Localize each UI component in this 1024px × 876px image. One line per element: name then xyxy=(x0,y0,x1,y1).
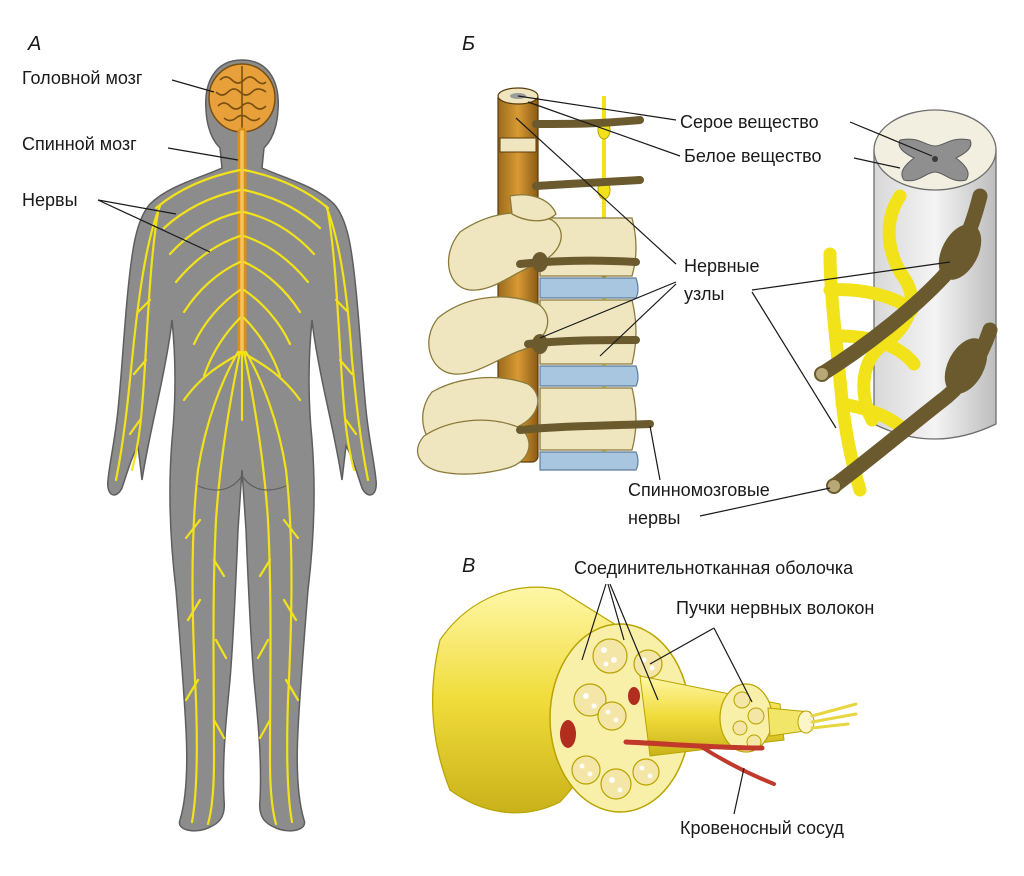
spinal-cord-segment xyxy=(814,109,998,497)
brain-folds xyxy=(215,66,267,130)
vertebral-column xyxy=(417,87,654,475)
panel-label-c: В xyxy=(462,555,475,577)
leader-sheath-3 xyxy=(609,583,659,701)
leader-spinal-nerves-2 xyxy=(699,487,831,517)
label-white-matter: Белое вещество xyxy=(684,146,822,166)
spinal-nerve-roots xyxy=(516,116,654,434)
label-fiber-bundles: Пучки нервных волокон xyxy=(676,598,874,618)
leader-spinal-nerves-1 xyxy=(649,425,661,481)
panel-label-a: А xyxy=(27,33,41,55)
human-body xyxy=(107,59,377,832)
nerve-cross-section xyxy=(431,586,858,814)
fiber-bundles-face xyxy=(571,638,663,800)
label-ganglia-line1: Нервные xyxy=(684,256,759,276)
leader-white-matter-right xyxy=(853,157,901,169)
label-spinal-nerves-line2: нервы xyxy=(628,508,680,528)
label-connective-sheath: Соединительнотканная оболочка xyxy=(574,558,854,578)
label-spinal-nerves-line1: Спинномозговые xyxy=(628,480,770,500)
leader-ganglia-5 xyxy=(751,291,837,429)
leader-ganglia-2 xyxy=(539,281,677,339)
label-nerves: Нервы xyxy=(22,190,78,210)
leader-ganglia-4 xyxy=(751,261,951,291)
leader-brain xyxy=(171,79,215,93)
label-ganglia-line2: узлы xyxy=(684,284,725,304)
leader-gray-matter-left xyxy=(517,95,677,121)
leader-ganglia-3 xyxy=(599,283,677,357)
leader-sheath-1 xyxy=(581,583,607,661)
leader-nerves-2 xyxy=(97,199,211,253)
leader-nerves-1 xyxy=(97,199,177,215)
leader-ganglia-1 xyxy=(515,117,677,265)
peripheral-nerves xyxy=(114,168,370,826)
label-blood-vessel: Кровеносный сосуд xyxy=(680,818,844,838)
intervertebral-discs xyxy=(539,277,639,471)
leader-white-matter-left xyxy=(527,101,681,157)
leader-gray-matter-right xyxy=(849,121,933,157)
body-silhouette xyxy=(107,59,377,832)
leader-blood-vessel xyxy=(733,767,745,815)
leader-bundles-1 xyxy=(649,627,715,665)
label-spinal-cord: Спинной мозг xyxy=(22,134,137,154)
leader-sheath-2 xyxy=(607,583,625,641)
panel-label-b: Б xyxy=(462,33,475,55)
label-brain: Головной мозг xyxy=(22,68,143,88)
leader-bundles-2 xyxy=(713,627,753,703)
leader-spinal-cord xyxy=(167,147,239,161)
label-gray-matter: Серое вещество xyxy=(680,112,819,132)
